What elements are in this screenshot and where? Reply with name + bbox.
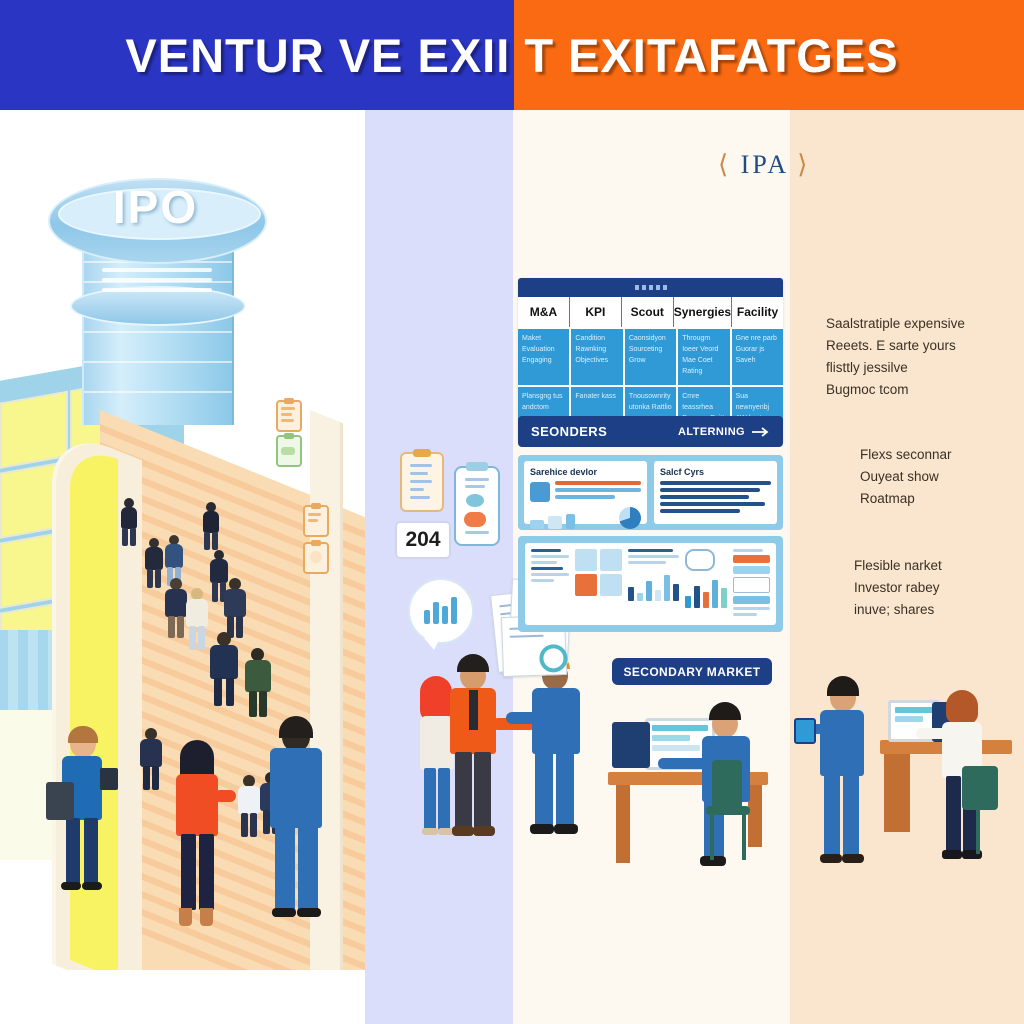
table-cell: Tnousownrity utonka Rattlio <box>625 387 679 443</box>
section-bar-right-action[interactable]: ALTERNING <box>678 426 770 438</box>
desk-leg <box>748 785 762 847</box>
ipo-tower: IPO <box>48 160 267 425</box>
market-note-line: Ouyeat show <box>860 468 939 484</box>
chair-seat <box>706 806 750 815</box>
panel-market <box>790 110 1024 1024</box>
panel-column <box>732 549 770 619</box>
tower-shaft <box>82 235 234 425</box>
chair-leg <box>742 814 746 860</box>
clipboard-icon <box>276 398 302 432</box>
section-bar-left-label: SEONDERS <box>531 424 608 439</box>
market-note-line: Roatmap <box>860 490 915 506</box>
clipboard-doc-icon <box>400 449 444 512</box>
market-note-block-3: Flesible narket Investor rabey inuve; sh… <box>854 555 942 621</box>
panel-middle <box>365 110 513 1024</box>
market-note-line: flisttly jessilve <box>826 359 908 375</box>
panel-column <box>684 549 727 619</box>
market-note-line: Saalstratiple expensive <box>826 316 965 331</box>
panel-column <box>627 549 679 619</box>
desk-leg <box>616 785 630 863</box>
document-card-icon <box>454 462 500 546</box>
section-bar-right-label: ALTERNING <box>678 425 745 438</box>
table-cell: Caonsidyon Sourceting Grow <box>625 329 679 385</box>
market-note-line: Bugmoc tcom <box>826 381 909 397</box>
award-icon <box>303 540 329 574</box>
clipboard-icon <box>303 503 329 537</box>
table-cell: Gne nre parb Guorar js Saveh <box>735 335 777 364</box>
market-note-line: inuve; shares <box>854 601 935 617</box>
tower-cap <box>48 178 267 264</box>
table-header-cell: KPI <box>570 297 622 327</box>
table-header-cell: Scout <box>622 297 674 327</box>
card-thumb-icon <box>530 481 550 502</box>
dashboard-card-left: Sarehice devlor <box>524 461 647 529</box>
table-row: Maket Evaluation Engaging Candition Rawn… <box>518 327 783 385</box>
page-title: VENTUR VE EXII T EXITAFATGES <box>125 28 899 82</box>
header-banner <box>0 0 1024 110</box>
dashboard-card-right: Salcf Cyrs <box>654 461 777 524</box>
dashboard-card-title: Sarehice devlor <box>530 467 598 477</box>
header-left-block <box>0 0 514 110</box>
chair-back <box>712 760 742 812</box>
table-cell: Fanater kass <box>571 387 625 443</box>
market-note-line: Flesible narket <box>854 558 942 573</box>
market-note-line: Investor rabey <box>854 579 940 595</box>
secondary-market-badge[interactable]: SECONDARY MARKET <box>612 658 772 685</box>
arrow-right-icon <box>752 426 769 437</box>
stair-railing-accent <box>70 440 118 970</box>
office-desk-leg <box>884 754 910 832</box>
market-note-line: Reeets. E sarte yours <box>826 337 956 353</box>
table-header-cell: M&A <box>518 297 570 327</box>
chair-leg <box>710 814 714 860</box>
table-header-row: M&A KPI Scout Synergies Facility <box>518 297 783 327</box>
table-cell: Candition Rawnking Objectives <box>571 329 625 385</box>
badge-204: 204 <box>395 521 451 559</box>
panel-column <box>531 549 569 619</box>
table-header-cell: Facility <box>736 305 779 319</box>
ipa-label: ⟨ IPA ⟩ <box>718 150 810 180</box>
section-bar[interactable]: SEONDERS ALTERNING <box>518 416 783 447</box>
table-cell: Througm Ioeer Veord Mae Coet Rating <box>678 329 732 385</box>
tower-mid-ring <box>70 286 246 326</box>
header-right-block <box>514 0 1024 110</box>
market-note-block-1: Saalstratiple expensive Reeets. E sarte … <box>826 313 965 400</box>
bracket-left-icon: ⟨ <box>718 150 732 179</box>
ipo-illustration: IPO <box>0 110 365 1024</box>
table-header-cell: Synergies <box>674 297 733 327</box>
bracket-right-icon: ⟩ <box>797 150 811 179</box>
chart-badge-icon <box>276 433 302 467</box>
table-title-dots-icon <box>634 285 667 290</box>
mini-bar-chart <box>627 567 679 601</box>
tablet-icon <box>794 718 816 744</box>
mini-bar-chart <box>684 574 727 608</box>
office-chair-back <box>962 766 998 810</box>
office-chair-leg <box>976 808 980 854</box>
panel-column <box>574 549 622 619</box>
chart-bubble-icon <box>408 578 474 650</box>
market-note-line: Flexs seconnar <box>860 447 952 462</box>
table-cell: Plansgng tus andctom <box>518 387 572 443</box>
monitor-secondary <box>612 722 650 768</box>
market-note-block-2: Flexs seconnar Ouyeat show Roatmap <box>860 444 952 510</box>
table-cell: Maket Evaluation Engaging <box>518 329 572 385</box>
dashboard-card-title: Salcf Cyrs <box>660 467 705 477</box>
dashboard-cards: Sarehice devlor Salcf Cyrs <box>518 455 783 530</box>
table-title-bar <box>518 278 783 297</box>
dashboard-wide-panel <box>518 536 783 632</box>
tower-ipo-label: IPO <box>112 181 199 233</box>
ipa-text: IPA <box>740 150 788 179</box>
